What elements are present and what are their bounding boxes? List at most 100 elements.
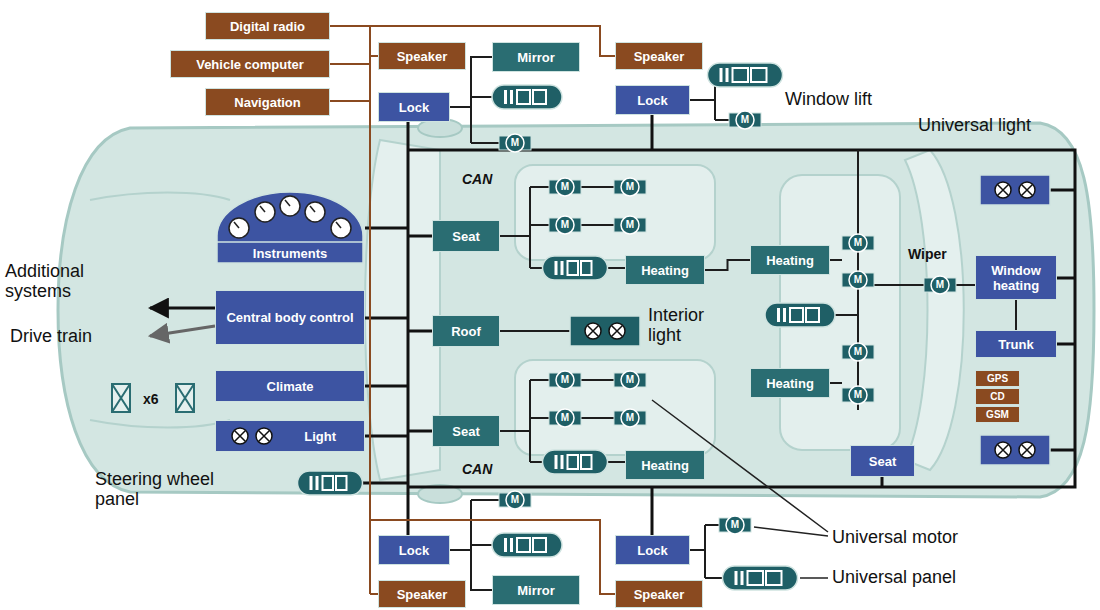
callout-label: Window lift <box>785 90 872 110</box>
roof-box: Roof <box>432 315 500 347</box>
control-box: Central body control <box>215 290 365 345</box>
motor-letter: M <box>849 344 867 360</box>
audio-box: Digital radio <box>205 12 330 40</box>
wire-connector <box>705 260 750 270</box>
motor-symbol <box>549 216 581 234</box>
motor-symbol <box>719 516 751 534</box>
box-text: Lock <box>399 100 429 115</box>
box-text: Climate <box>267 379 314 394</box>
motor-letter: M <box>556 217 574 233</box>
motor-symbol <box>614 178 646 196</box>
box-text: Lock <box>637 93 667 108</box>
wire-connector <box>1015 300 1017 330</box>
seat-box: Seat <box>432 220 500 252</box>
mirror-box: Mirror <box>492 42 580 72</box>
motor-letter: M <box>506 492 524 508</box>
motor-symbol <box>729 111 761 129</box>
lock-box: Lock <box>378 535 450 565</box>
motor-symbol <box>614 216 646 234</box>
callout-label: Universal light <box>918 116 1031 136</box>
media-box: GPS <box>975 370 1020 387</box>
motor-letter: M <box>621 179 639 195</box>
heating-box: Heating <box>750 368 830 398</box>
box-text: Seat <box>869 454 896 469</box>
lock-box: Lock <box>378 92 450 122</box>
box-text: Speaker <box>634 587 685 602</box>
panel-symbol <box>298 471 363 495</box>
motor-letter: M <box>506 135 524 151</box>
motor-letter: M <box>849 272 867 288</box>
callout-label: Steering wheel panel <box>95 470 235 510</box>
box-text: Heating <box>766 376 814 391</box>
box-text: Navigation <box>234 95 300 110</box>
motor-symbol <box>614 409 646 427</box>
external-arrows <box>150 308 215 336</box>
box-text: Roof <box>451 324 481 339</box>
lock-box: Lock <box>615 85 690 115</box>
panel-symbol <box>492 85 562 109</box>
motor-symbol <box>924 276 956 294</box>
mirror-box: Mirror <box>492 575 580 605</box>
seat-box: Seat <box>850 445 915 477</box>
audio-box: Navigation <box>205 88 330 116</box>
callout-label: Universal motor <box>832 528 958 548</box>
box-text: Window heating <box>981 263 1051 293</box>
callout-label: Additional systems <box>5 262 117 302</box>
lamp-symbol <box>980 435 1050 465</box>
speaker-box: Speaker <box>615 580 703 608</box>
callout-label: Universal panel <box>832 568 956 588</box>
bus-label: CAN <box>462 172 492 187</box>
box-text: Vehicle computer <box>196 57 304 72</box>
box-text: CD <box>990 391 1004 402</box>
panel-symbol <box>723 566 798 590</box>
motor-letter: M <box>849 387 867 403</box>
instrument-dome: Instruments <box>215 190 365 265</box>
bus-label: CAN <box>462 462 492 477</box>
box-text: Speaker <box>634 49 685 64</box>
motor-symbol <box>842 386 874 404</box>
box-text: Trunk <box>998 337 1033 352</box>
box-text: Speaker <box>397 49 448 64</box>
motor-letter: M <box>931 277 949 293</box>
lamp-symbol <box>216 421 286 453</box>
motor-symbol <box>842 234 874 252</box>
box-text: Heating <box>641 263 689 278</box>
panel-symbol <box>543 256 608 280</box>
count-label: x6 <box>143 392 159 407</box>
box-text: Lock <box>399 543 429 558</box>
trunk-box: Trunk <box>975 330 1057 358</box>
speaker-box: Speaker <box>378 580 466 608</box>
panel-symbol <box>543 450 608 474</box>
motor-symbol <box>499 134 531 152</box>
box-text: Seat <box>452 424 479 439</box>
box-text: Heating <box>766 253 814 268</box>
motor-letter: M <box>556 410 574 426</box>
motor-symbol <box>549 409 581 427</box>
climate-box: Climate <box>215 370 365 402</box>
callout-label: Drive train <box>10 327 92 347</box>
panel-symbol <box>765 303 835 327</box>
motor-letter: M <box>849 235 867 251</box>
speaker-box: Speaker <box>615 42 703 70</box>
window-heating-box: Window heating <box>975 255 1057 300</box>
device-wires <box>450 75 975 590</box>
audio-wires <box>330 26 615 594</box>
motor-letter: M <box>726 517 744 533</box>
heating-box: Heating <box>625 255 705 285</box>
motor-letter: M <box>621 410 639 426</box>
light-box: Light <box>215 420 365 452</box>
lamp-symbol <box>980 175 1050 205</box>
box-text: GPS <box>987 373 1008 384</box>
motor-letter: M <box>736 112 754 128</box>
box-text: Mirror <box>517 50 555 65</box>
lamp-icons <box>570 175 1050 465</box>
box-text: Lock <box>637 543 667 558</box>
motor-symbol <box>614 371 646 389</box>
heating-box: Heating <box>625 450 705 480</box>
box-text: Heating <box>641 458 689 473</box>
car-body <box>58 119 1094 503</box>
